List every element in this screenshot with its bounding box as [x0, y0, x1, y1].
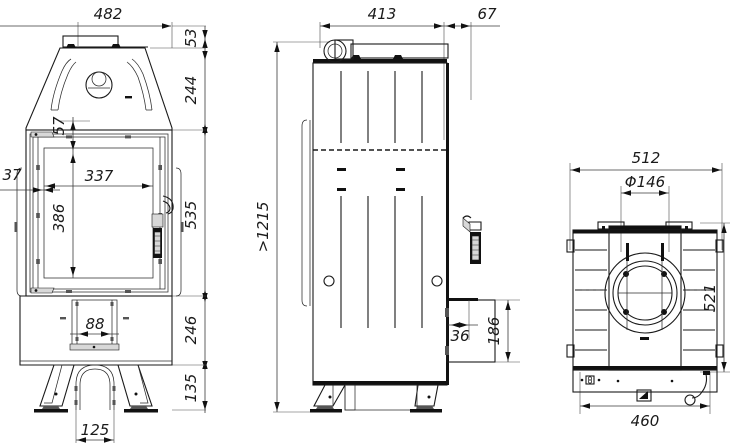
- dim-front-glass-width-337: 337: [44, 167, 153, 189]
- dim-label-plan-width-inner: 460: [631, 412, 660, 430]
- side-elevation-view: 413 67 >1215: [254, 5, 520, 413]
- dim-label-front-ashpan-width: 88: [85, 315, 104, 333]
- front-elevation-view: 482 53 244 535 246 1: [0, 5, 208, 443]
- front-base-body: [19, 295, 173, 366]
- dim-label-front-width: 482: [94, 5, 123, 23]
- side-door-handle: [462, 215, 482, 264]
- dim-front-glass-height-386: 386: [50, 152, 76, 278]
- side-legs: [310, 384, 442, 413]
- dim-label-plan-depth: 521: [701, 284, 719, 313]
- dim-plan-flue-diameter: Φ146: [620, 173, 670, 252]
- dim-front-lintel-57: 57: [50, 116, 90, 152]
- dim-label-side-depth: 413: [368, 5, 397, 23]
- dim-front-foot-span-125: 125: [75, 410, 115, 443]
- dim-label-front-glass-width: 337: [85, 167, 114, 185]
- dim-label-front-lintel: 57: [50, 116, 68, 136]
- side-rear-box: 36 186: [445, 298, 520, 363]
- dim-front-left-offset-37: 37: [0, 166, 60, 193]
- side-main-body: [301, 39, 449, 386]
- dim-label-front-glass-height: 386: [50, 204, 68, 233]
- dim-label-side-handle-depth: 36: [450, 327, 469, 345]
- dim-label-front-left-offset: 37: [2, 166, 22, 184]
- dim-front-width-482: 482: [0, 5, 173, 48]
- dim-label-front-base-height: 246: [182, 316, 200, 345]
- dim-front-vertical-chain: 53 244 535 246 135: [150, 25, 208, 413]
- dim-side-overall-height: >1215: [254, 41, 340, 413]
- dim-label-plan-flue-diameter: Φ146: [625, 173, 665, 191]
- dim-label-front-leg-height: 135: [182, 374, 200, 403]
- dim-side-depth-413: 413: [319, 5, 445, 140]
- dim-side-rear-offset-67: 67: [444, 5, 500, 100]
- dim-plan-depth-521: 521: [700, 222, 730, 373]
- plan-view: 512 Φ146 521 460: [566, 149, 730, 430]
- dim-label-front-top-flange: 53: [182, 28, 200, 47]
- dim-label-front-door-height: 535: [182, 201, 200, 230]
- front-legs: [34, 364, 158, 413]
- dim-plan-width-460: 460: [579, 372, 711, 430]
- dim-front-ashpan-88: 88: [70, 315, 119, 337]
- dim-label-side-rear-offset: 67: [477, 5, 497, 23]
- dim-plan-width-512: 512: [569, 149, 723, 250]
- plan-main-body: [566, 221, 724, 406]
- dim-label-side-overall-height: >1215: [254, 202, 272, 253]
- dim-label-plan-width-outer: 512: [632, 149, 661, 167]
- front-hood-body: [25, 35, 173, 131]
- dim-label-side-handle-height: 186: [485, 317, 503, 346]
- dim-label-front-hood-height: 244: [182, 76, 200, 105]
- front-door-assembly: [14, 129, 184, 297]
- dim-label-front-foot-span: 125: [81, 421, 110, 439]
